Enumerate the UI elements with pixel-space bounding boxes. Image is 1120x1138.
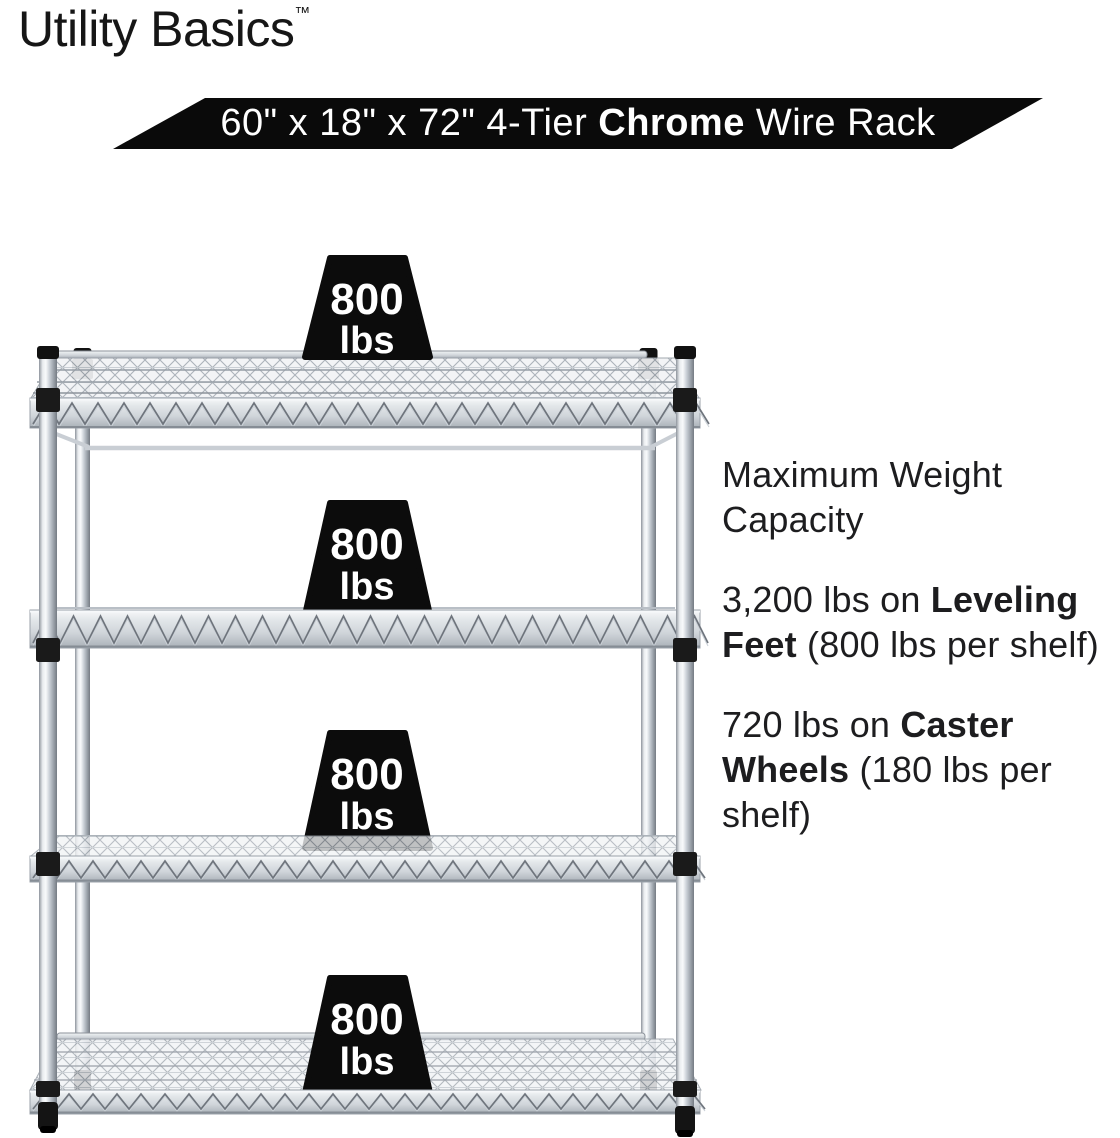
caster-wheels-capacity: 720 lbs on Caster Wheels (180 lbs per sh…: [722, 702, 1100, 837]
post-collar: [36, 638, 60, 662]
weight-value: 800: [330, 995, 403, 1044]
leveling-text-bold: Leveling Feet: [722, 579, 1079, 665]
weight-value: 800: [330, 750, 403, 799]
leveling-text-2: (800 lbs per shelf): [796, 624, 1099, 665]
leveling-foot-tip: [40, 1126, 56, 1133]
leveling-text-1: 3,200 lbs on: [722, 579, 931, 620]
shelf-3-front-rail: [29, 835, 706, 883]
post-collar: [36, 852, 60, 876]
weight-unit: lbs: [340, 1041, 395, 1083]
shelf-4-front-rail: [29, 1089, 706, 1115]
weight-badge-2: 800 lbs: [302, 500, 433, 618]
banner-product-type: Wire Rack: [744, 102, 936, 144]
brand-logo: Utility Basics™: [18, 0, 310, 58]
post-collar: [673, 388, 697, 412]
post-cap: [37, 346, 59, 359]
leveling-foot: [38, 1102, 58, 1130]
weight-badge-3: 800 lbs: [302, 730, 433, 851]
wire-rack-illustration: 800 lbs 800 lbs 800 lbs 800 lbs: [29, 255, 710, 1137]
caster-text-2: (180 lbs per shelf): [722, 749, 1052, 835]
banner-finish: Chrome: [598, 102, 745, 144]
banner-dimensions: 60" x 18" x 72" 4-Tier: [220, 102, 599, 144]
weight-unit: lbs: [340, 320, 395, 362]
trademark-symbol: ™: [294, 5, 311, 22]
shelf-1-front-rail: [29, 397, 710, 451]
capacity-heading: Maximum Weight Capacity: [722, 454, 1003, 540]
post-collar: [673, 852, 697, 876]
post-front-left: [36, 346, 60, 1133]
leveling-feet-capacity: 3,200 lbs on Leveling Feet (800 lbs per …: [722, 577, 1100, 667]
leveling-foot: [675, 1106, 695, 1134]
title-banner: 60" x 18" x 72" 4-Tier Chrome Wire Rack: [113, 98, 1043, 149]
weight-value: 800: [330, 275, 403, 324]
weight-unit: lbs: [340, 796, 395, 838]
weight-unit: lbs: [340, 566, 395, 608]
post-cap: [674, 346, 696, 359]
post-collar: [36, 1081, 60, 1097]
leveling-foot-tip: [677, 1130, 693, 1137]
post-collar: [36, 388, 60, 412]
weight-badge-1: 800 lbs: [302, 255, 433, 362]
post-collar: [673, 1081, 697, 1097]
brand-name: Utility Basics: [18, 1, 295, 57]
post-back-left: [72, 348, 93, 1096]
capacity-info: Maximum Weight Capacity 3,200 lbs on Lev…: [722, 452, 1100, 872]
shelf-2-front-rail: [29, 609, 709, 649]
title-banner-text: 60" x 18" x 72" 4-Tier Chrome Wire Rack: [220, 102, 935, 145]
weight-badge-4: 800 lbs: [302, 975, 433, 1096]
caster-text-1: 720 lbs on: [722, 704, 901, 745]
weight-value: 800: [330, 520, 403, 569]
post-back-right: [638, 348, 659, 1096]
caster-text-bold: Caster Wheels: [722, 704, 1014, 790]
post-collar: [673, 638, 697, 662]
post-front-right: [673, 346, 697, 1137]
